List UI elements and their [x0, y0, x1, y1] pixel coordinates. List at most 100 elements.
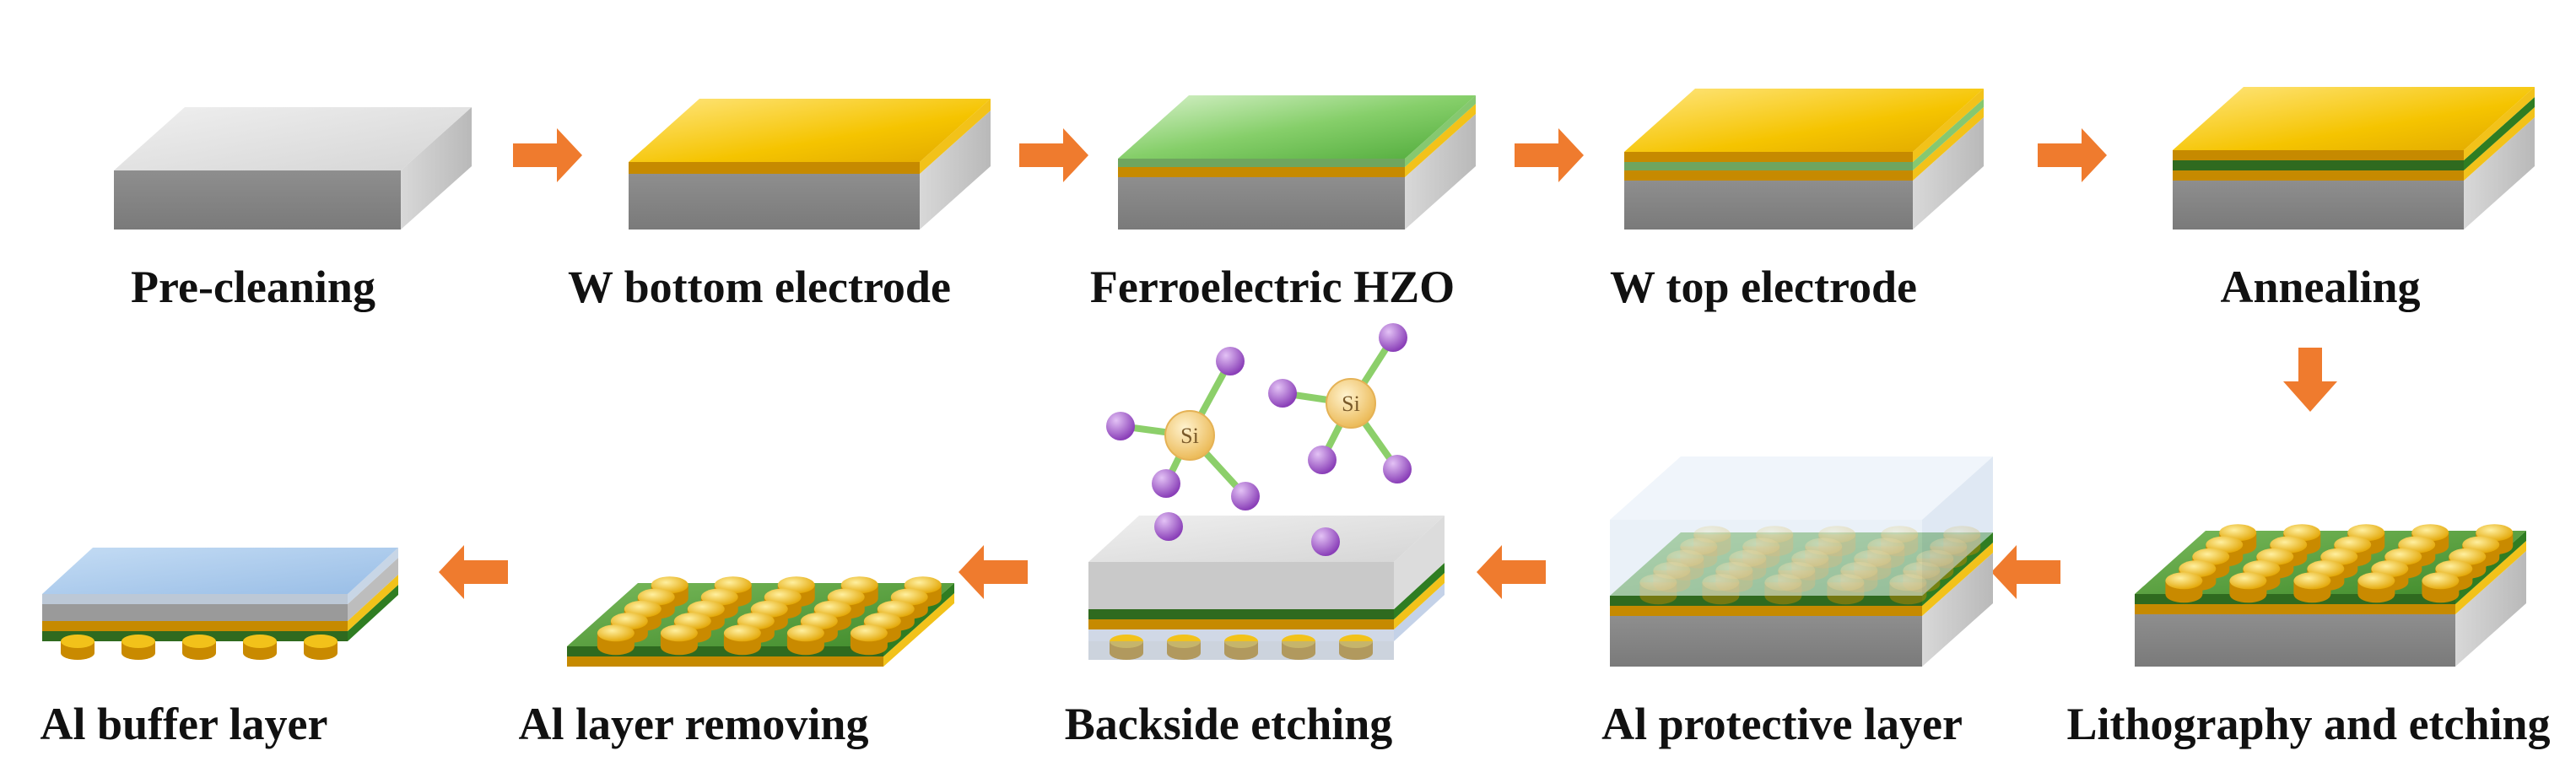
dot-top	[2357, 572, 2395, 590]
layer-side-1	[1913, 107, 1984, 181]
label-ferroelectric-hzo: Ferroelectric HZO	[1090, 262, 1455, 312]
top-face	[114, 107, 472, 170]
top-face	[1118, 95, 1476, 159]
si-label: Si	[1342, 392, 1360, 416]
layer-side-1	[1394, 573, 1445, 629]
layer-front-0	[629, 174, 920, 230]
dot-top	[597, 624, 635, 642]
block-backside-etching	[1088, 516, 1445, 660]
arrow-down	[2283, 348, 2337, 412]
al-cap-top	[1610, 456, 1993, 520]
layer-front-0	[2173, 181, 2464, 230]
arrow-row2-4	[439, 545, 508, 599]
arrow-row2-2	[1477, 545, 1546, 599]
dot-top	[2229, 572, 2267, 590]
label-al-buffer-layer: Al buffer layer	[41, 699, 328, 749]
layer-side-1	[2464, 107, 2535, 181]
dot-top	[2422, 572, 2460, 590]
f-atom-2	[1152, 469, 1180, 498]
dot-top	[660, 624, 698, 642]
dot-bottom-top	[61, 635, 95, 648]
molecule-right: Si	[1268, 323, 1412, 483]
layer-side-3	[2464, 87, 2535, 160]
layer-front-3	[42, 594, 348, 604]
layer-side-2	[2464, 97, 2535, 170]
layer-side-0	[1913, 117, 1984, 230]
layer-front-0	[1624, 181, 1913, 230]
dot-top	[786, 624, 824, 642]
top-face	[42, 548, 398, 594]
layer-side-2	[1913, 99, 1984, 170]
label-al-layer-removing: Al layer removing	[519, 699, 869, 749]
block-al-layer-removing	[567, 576, 954, 667]
dot-top	[2293, 572, 2331, 590]
layer-side-0	[348, 585, 398, 641]
free-f-atom-1	[1311, 527, 1340, 556]
layer-front-2	[1118, 159, 1405, 167]
layer-side-3	[348, 548, 398, 604]
layer-side-1	[348, 575, 398, 631]
f-atom-2	[1308, 446, 1337, 474]
block-w-top-electrode	[1624, 89, 1984, 230]
block-ferroelectric-hzo	[1118, 95, 1476, 230]
label-annealing: Annealing	[2220, 262, 2420, 312]
layer-side-2	[348, 558, 398, 621]
top-face	[629, 99, 991, 162]
layer-front-3	[1088, 562, 1394, 609]
f-atom-0	[1216, 347, 1245, 375]
layer-front-2	[2173, 160, 2464, 170]
layer-side-2	[1394, 563, 1445, 619]
layer-front-0	[2135, 614, 2455, 667]
top-face	[1624, 89, 1984, 152]
al-cap-side	[1922, 456, 1993, 596]
layer-front-1	[1610, 606, 1922, 616]
al-cap-front	[1610, 520, 1922, 596]
f-atom-1	[1268, 379, 1297, 408]
dot-top	[723, 624, 761, 642]
layer-front-0	[114, 170, 401, 230]
layer-front-1	[42, 621, 348, 631]
label-al-protective-layer: Al protective layer	[1601, 699, 1963, 749]
f-atom-1	[1106, 412, 1135, 440]
al-base	[1088, 641, 1394, 660]
dot-top	[850, 624, 888, 642]
layer-front-2	[1624, 162, 1913, 170]
layer-front-1	[1088, 619, 1394, 629]
block-pre-cleaning	[114, 107, 472, 230]
layer-side-1	[920, 99, 991, 174]
free-f-atom-0	[1154, 512, 1183, 541]
layer-front-2	[1088, 609, 1394, 619]
si-atom	[1164, 410, 1215, 461]
label-backside-etching: Backside etching	[1065, 699, 1393, 749]
f-atom-3	[1231, 482, 1260, 510]
dot-bottom-top	[243, 635, 277, 648]
process-blocks	[42, 87, 2535, 667]
molecule-left: Si	[1106, 347, 1260, 510]
layer-side-3	[1394, 516, 1445, 609]
layer-front-3	[2173, 150, 2464, 160]
layer-side-0	[1922, 553, 1993, 667]
block-al-protective-layer	[1610, 456, 1993, 667]
block-annealing	[2173, 87, 2535, 230]
layer-side-1	[1405, 104, 1476, 177]
f-atom-0	[1379, 323, 1407, 352]
layer-side-0	[883, 593, 954, 667]
layer-front-1	[1624, 170, 1913, 181]
layer-side-2	[1405, 95, 1476, 167]
arrow-row2-3	[959, 545, 1028, 599]
arrow-row1-2	[1019, 128, 1088, 182]
arrow-row1-3	[1515, 128, 1584, 182]
block-al-buffer-layer	[42, 548, 398, 660]
si-label: Si	[1180, 424, 1199, 448]
layer-front-1	[2173, 170, 2464, 181]
label-pre-cleaning: Pre-cleaning	[131, 262, 375, 312]
layer-front-2	[42, 604, 348, 621]
layer-front-1	[1118, 167, 1405, 177]
dot-top	[2165, 572, 2203, 590]
layer-side-0	[401, 107, 472, 230]
layer-front-1	[629, 162, 920, 174]
layer-side-0	[2464, 117, 2535, 230]
layer-front-0	[567, 656, 883, 667]
f-atom-3	[1383, 455, 1412, 483]
